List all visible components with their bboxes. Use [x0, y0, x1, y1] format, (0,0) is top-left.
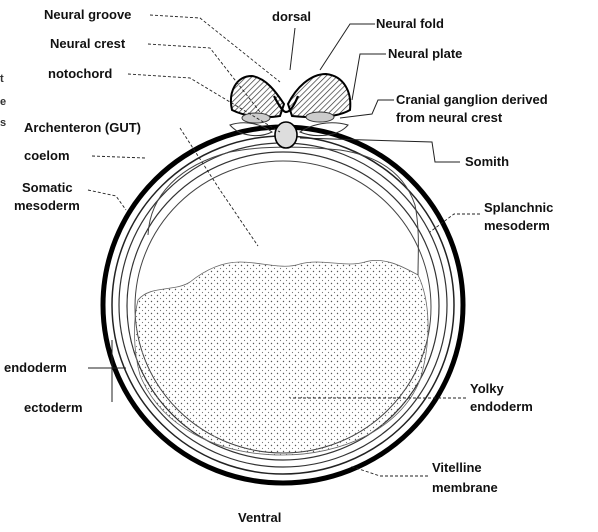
label-notochord: notochord — [48, 66, 112, 81]
neural-crest-left-shape — [242, 113, 270, 123]
archenteron-boundary — [148, 147, 418, 275]
neural-fold-left-shape — [231, 76, 284, 117]
label-neural-plate: Neural plate — [388, 46, 462, 61]
leader-somatic — [88, 190, 126, 210]
label-ventral: Ventral — [238, 510, 281, 525]
label-cranial-ganglion-2: from neural crest — [396, 110, 503, 125]
edge-fragment-3: s — [0, 117, 6, 129]
label-yolky-1: Yolky — [470, 381, 504, 396]
edge-fragment-1: t — [0, 73, 4, 85]
leader-archenteron — [180, 128, 258, 246]
label-endoderm: endoderm — [4, 360, 67, 375]
leader-neural-fold — [320, 24, 375, 70]
neural-crest-right-shape — [306, 112, 334, 122]
label-splanchnic-2: mesoderm — [484, 218, 550, 233]
label-cranial-ganglion-1: Cranial ganglion derived — [396, 92, 548, 107]
label-neural-crest: Neural crest — [50, 36, 126, 51]
label-yolky-2: endoderm — [470, 399, 533, 414]
label-vitelline-2: membrane — [432, 480, 498, 495]
leader-neural-plate — [352, 54, 386, 100]
edge-fragment-2: e — [0, 96, 6, 108]
label-archenteron: Archenteron (GUT) — [24, 120, 141, 135]
label-neural-groove: Neural groove — [44, 7, 131, 22]
leader-dorsal — [290, 28, 295, 70]
notochord-shape — [275, 122, 297, 148]
neural-fold-right-shape — [288, 74, 350, 117]
label-neural-fold: Neural fold — [376, 16, 444, 31]
yolky-endoderm-shape — [134, 260, 428, 455]
label-coelom: coelom — [24, 148, 70, 163]
leader-neural-groove — [150, 15, 280, 82]
leader-coelom — [92, 156, 145, 158]
label-dorsal: dorsal — [272, 9, 311, 24]
label-somatic-1: Somatic — [22, 180, 73, 195]
label-splanchnic-1: Splanchnic — [484, 200, 553, 215]
label-ectoderm: ectoderm — [24, 400, 83, 415]
label-vitelline-1: Vitelline — [432, 460, 482, 475]
label-somatic-2: mesoderm — [14, 198, 80, 213]
label-somith: Somith — [465, 154, 509, 169]
